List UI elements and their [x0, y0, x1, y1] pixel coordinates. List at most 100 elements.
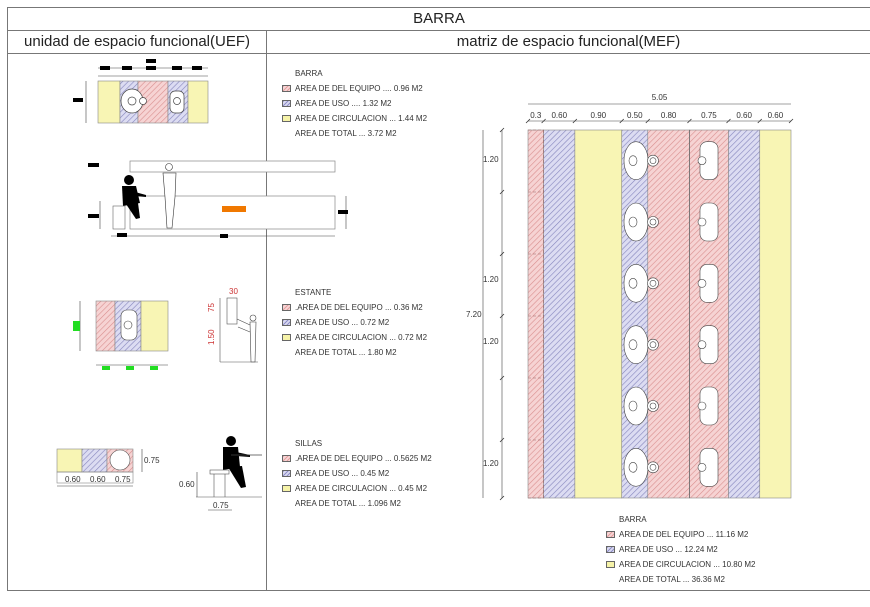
mef-column-equipo: [689, 129, 729, 499]
circulacion-swatch-icon: [282, 334, 291, 341]
stool-inner-icon: [649, 341, 657, 348]
person-plan-icon: [120, 309, 138, 341]
mef-column-width-label: 0.50: [627, 111, 643, 120]
dim-tick: [726, 118, 731, 124]
mef-module: [623, 448, 719, 487]
mef-module: [623, 264, 719, 303]
stool-top-icon: [109, 449, 131, 471]
person-head-icon: [628, 462, 638, 473]
legend-circulacion: AREA DE CIRCULACION ... 0.45 M2: [295, 484, 428, 493]
person-head-icon: [697, 401, 707, 411]
sillas-plan-dim-2: 0.60: [90, 475, 106, 484]
orange-marker: [222, 206, 246, 212]
uso-swatch-icon: [282, 100, 291, 107]
legend-title: SILLAS: [295, 439, 323, 448]
equipo-swatch-icon: [282, 304, 291, 311]
shelf-unit-elevation: [226, 297, 238, 325]
dim-tick: [541, 118, 546, 124]
legend-total: AREA DE TOTAL ... 3.72 M2: [295, 129, 397, 138]
barra-legend: BARRA AREA DE DEL EQUIPO .... 0.96 M2 AR…: [282, 66, 427, 141]
mef-column-width-label: 0.90: [591, 111, 607, 120]
uso-swatch-icon: [282, 470, 291, 477]
equipo-swatch-icon: [606, 531, 615, 538]
dim-tick: [619, 118, 625, 124]
person-head-icon: [697, 156, 707, 165]
sillas-plan-dim-3: 0.75: [115, 475, 131, 484]
legend-equipo: .AREA DE DEL EQUIPO ... 0.5625 M2: [295, 454, 432, 463]
mef-column-uso: [543, 129, 576, 499]
dim-tick: [499, 495, 505, 501]
dim-tick: [499, 251, 505, 257]
dim-tick: [499, 375, 505, 381]
legend-equipo: AREA DE DEL EQUIPO .... 0.96 M2: [295, 84, 423, 93]
equipo-swatch-icon: [282, 85, 291, 92]
standing-person-icon: [169, 90, 185, 114]
person-head-icon: [697, 217, 707, 227]
legend-total: AREA DE TOTAL ... 1.80 M2: [295, 348, 397, 357]
mef-module: [623, 325, 719, 364]
dim-tick: [525, 118, 531, 124]
person-head-icon: [628, 216, 638, 228]
circulacion-swatch-icon: [606, 561, 615, 568]
estante-legend: ESTANTE .AREA DE DEL EQUIPO ... 0.36 M2 …: [282, 285, 427, 360]
mef-module: [623, 141, 719, 180]
counter-elevation: [129, 195, 336, 230]
section-divider: [266, 30, 267, 590]
barra-plan-circulacion-left: [97, 80, 121, 124]
mef-section-title: matriz de espacio funcional(MEF): [456, 33, 681, 50]
legend-title: ESTANTE: [295, 288, 332, 297]
reaching-figure-icon: [236, 314, 257, 363]
mef-module: [623, 202, 719, 242]
dim-tick: [687, 118, 692, 124]
legend-circulacion: AREA DE CIRCULACION ... 1.44 M2: [295, 114, 428, 123]
mef-people: [623, 141, 719, 487]
sheet-title: BARRA: [8, 8, 870, 31]
mef-column-width-label: 0.60: [551, 111, 567, 120]
person-head-icon: [628, 155, 638, 166]
barra-elevation-dim-labels: [88, 163, 348, 238]
dim-tick: [499, 437, 505, 443]
legend-title: BARRA: [295, 69, 323, 78]
uef-section-title: unidad de espacio funcional(UEF): [24, 33, 250, 50]
mef-module: [623, 386, 719, 426]
barra-plan-dim-labels: [73, 59, 202, 102]
mef-row-height-label: 1.20: [483, 155, 499, 164]
stool-inner-icon: [649, 280, 657, 287]
estante-lower-label: 1.50: [207, 329, 216, 345]
sillas-plan-circulacion: [56, 448, 83, 473]
stool-elevation: [112, 205, 126, 230]
shelf-elevation: [129, 160, 336, 173]
legend-title: BARRA: [619, 515, 647, 524]
legend-uso: AREA DE USO ... 12.24 M2: [619, 545, 718, 554]
seated-silhouette-icon: [122, 175, 146, 219]
drawing-frame: BARRA unidad de espacio funcional(UEF) m…: [7, 7, 870, 591]
seated-person-icon: [120, 88, 147, 114]
mef-row-height-label: 1.20: [483, 337, 499, 346]
legend-total: AREA DE TOTAL ... 36.36 M2: [619, 575, 725, 584]
estante-upper-label: 75: [207, 303, 216, 312]
dim-tick: [499, 189, 505, 195]
mef-row-height-label: 1.20: [483, 459, 499, 468]
dim-tick: [645, 118, 651, 124]
mef-column-equipo: [647, 129, 690, 499]
mef-column-width-label: 0.3: [530, 111, 542, 120]
mef-column-uso: [728, 129, 761, 499]
estante-plan-circulacion: [140, 300, 169, 352]
stool-inner-icon: [649, 464, 657, 471]
legend-circulacion: AREA DE CIRCULACION ... 10.80 M2: [619, 560, 756, 569]
mef-legend: BARRA AREA DE DEL EQUIPO ... 11.16 M2 AR…: [606, 512, 756, 587]
estante-plan-dim-labels: [73, 321, 158, 370]
sillas-elevation: 0.60 0.75: [179, 436, 262, 511]
estante-elevation: 30 75 1.50: [207, 287, 258, 363]
dim-tick: [757, 118, 763, 124]
person-head-icon: [628, 400, 638, 412]
barra-plan: [73, 59, 209, 124]
mef-columns: [527, 129, 792, 499]
legend-circulacion: AREA DE CIRCULACION ... 0.72 M2: [295, 333, 428, 342]
dim-tick: [499, 127, 505, 133]
estante-plan-equipo: [95, 300, 116, 352]
legend-uso: AREA DE USO ... 0.72 M2: [295, 318, 390, 327]
mef-column-uso: [621, 129, 649, 499]
